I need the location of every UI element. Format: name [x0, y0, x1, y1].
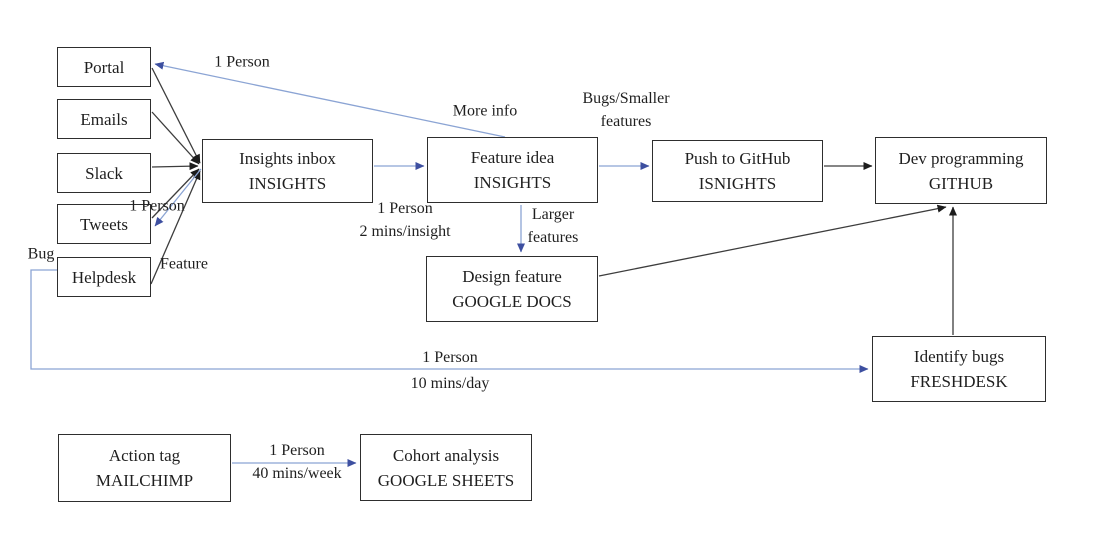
node-feature-idea: Feature idea INSIGHTS: [427, 137, 598, 203]
edge-label-bugs-smaller-line1: Bugs/Smaller: [582, 90, 670, 107]
edge-label-bugs-smaller-line2: features: [600, 113, 652, 130]
edge-label-bug-effort: 1 Person 10 mins/day: [411, 345, 490, 397]
node-cohort-analysis: Cohort analysis GOOGLE SHEETS: [360, 434, 532, 501]
edge-label-bug-text: Bug: [27, 245, 55, 263]
node-design-feature-title: Design feature: [462, 267, 562, 286]
node-dev-programming-title: Dev programming: [898, 148, 1024, 168]
node-slack: Slack: [57, 153, 151, 193]
edge-tweets-to-inbox: [151, 168, 200, 219]
node-portal-label: Portal: [83, 57, 125, 77]
node-tweets: Tweets: [57, 204, 151, 244]
edge-label-tweets-feedback-text: 1 Person: [129, 197, 185, 215]
edge-label-bug-effort-line2: 10 mins/day: [410, 375, 490, 392]
edge-label-bug-effort-line1: 1 Person: [422, 349, 478, 366]
edge-label-larger-features: Larger features: [528, 203, 579, 249]
edge-label-portal-feedback: 1 Person: [214, 51, 270, 74]
edge-label-portal-feedback-text: 1 Person: [214, 53, 270, 71]
node-emails-label: Emails: [80, 109, 128, 129]
node-feature-idea-title: Feature idea: [470, 148, 555, 167]
edge-feature-idea-to-portal-more-info: [154, 61, 506, 138]
node-insights-inbox-title: Insights inbox: [239, 149, 336, 168]
node-dev-programming-tool: GITHUB: [928, 173, 994, 193]
edge-emails-to-inbox: [151, 111, 200, 165]
node-identify-bugs-title: Identify bugs: [913, 347, 1005, 366]
edge-slack-to-inbox: [151, 162, 199, 171]
edge-label-more-info-text: More info: [452, 102, 518, 120]
node-design-feature-tool: GOOGLE DOCS: [452, 292, 572, 311]
edge-label-insight-effort: 1 Person 2 mins/insight: [359, 197, 450, 243]
edge-label-bug: Bug: [28, 243, 55, 266]
node-insights-inbox: Insights inbox INSIGHTS: [202, 139, 373, 203]
edge-label-bugs-smaller-features: Bugs/Smaller features: [582, 87, 669, 133]
edge-label-cohort-effort: 1 Person 40 mins/week: [252, 439, 341, 485]
edge-helpdesk-to-inbox: [150, 170, 201, 285]
node-identify-bugs: Identify bugs FRESHDESK: [872, 336, 1046, 402]
edge-inbox-to-tweets-feedback: [154, 168, 202, 227]
node-cohort-analysis-title: Cohort analysis: [392, 445, 500, 465]
node-action-tag-tool: MAILCHIMP: [95, 471, 194, 490]
node-identify-bugs-tool: FRESHDESK: [910, 372, 1008, 391]
node-helpdesk: Helpdesk: [57, 257, 151, 297]
edge-label-feature: Feature: [160, 253, 208, 276]
edge-label-more-info: More info: [453, 100, 517, 123]
node-insights-inbox-tool: INSIGHTS: [248, 174, 327, 193]
edge-label-cohort-effort-line2: 40 mins/week: [252, 465, 342, 482]
node-push-to-github: Push to GitHub ISNIGHTS: [652, 140, 823, 202]
edge-label-tweets-feedback: 1 Person: [129, 195, 185, 218]
node-action-tag-title: Action tag: [108, 446, 181, 465]
edge-label-feature-text: Feature: [160, 255, 208, 273]
node-push-to-github-tool: ISNIGHTS: [698, 174, 777, 193]
edge-label-larger-features-line1: Larger: [531, 206, 575, 223]
edge-label-insight-effort-line2: 2 mins/insight: [359, 223, 451, 240]
node-emails: Emails: [57, 99, 151, 139]
node-push-to-github-title: Push to GitHub: [684, 149, 791, 168]
edge-label-cohort-effort-line1: 1 Person: [269, 442, 325, 459]
node-action-tag: Action tag MAILCHIMP: [58, 434, 231, 502]
edge-design-to-dev: [598, 204, 947, 277]
node-portal: Portal: [57, 47, 151, 87]
node-feature-idea-tool: INSIGHTS: [473, 173, 552, 192]
node-cohort-analysis-tool: GOOGLE SHEETS: [377, 470, 515, 490]
edge-label-larger-features-line2: features: [527, 229, 579, 246]
node-tweets-label: Tweets: [80, 214, 128, 234]
node-helpdesk-label: Helpdesk: [71, 267, 137, 287]
edge-portal-to-inbox: [151, 67, 201, 164]
node-dev-programming: Dev programming GITHUB: [875, 137, 1047, 204]
node-design-feature: Design feature GOOGLE DOCS: [426, 256, 598, 322]
node-slack-label: Slack: [85, 163, 123, 183]
edge-helpdesk-bug-to-freshdesk: [30, 269, 869, 373]
edge-label-insight-effort-line1: 1 Person: [377, 200, 433, 217]
